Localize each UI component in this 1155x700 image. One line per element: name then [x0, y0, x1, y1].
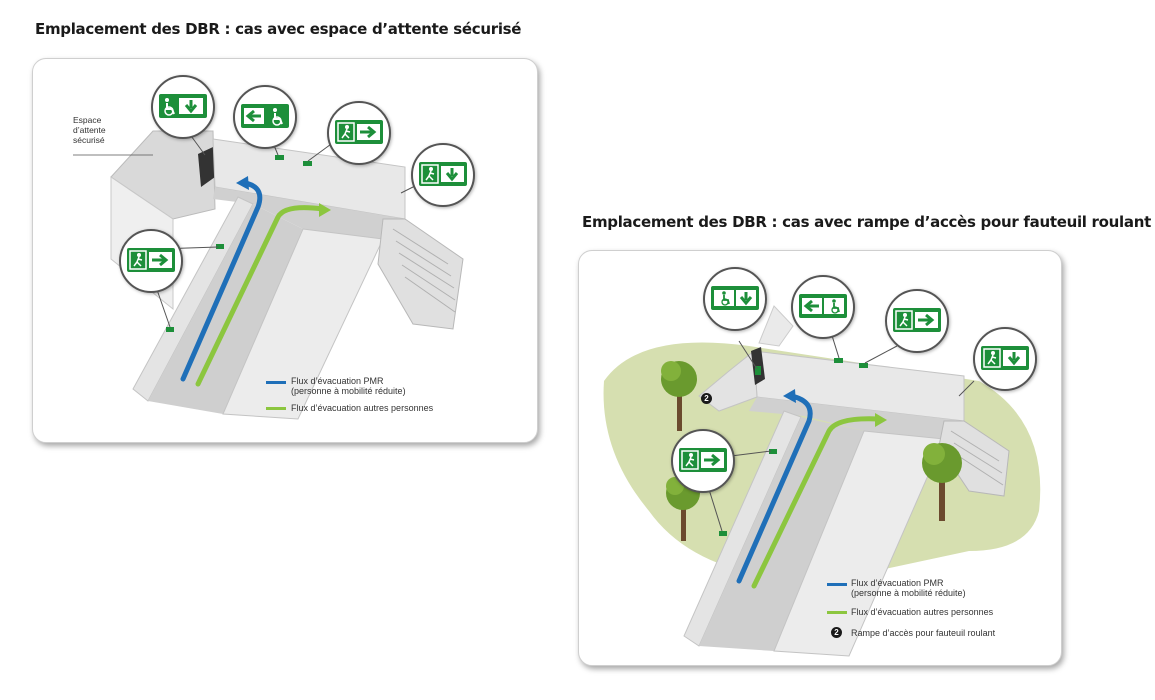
legend-pmr-swatch	[266, 381, 286, 384]
exit-down-sign-icon	[981, 346, 1029, 370]
tree	[661, 361, 697, 431]
legend-others-swatch	[827, 611, 847, 614]
diagram-waiting-area: Espace d’attente sécurisé	[32, 58, 538, 443]
left-wheelchair-sign-icon	[799, 294, 847, 318]
legend-pmr-swatch	[827, 583, 847, 586]
legend-pmr-label: Flux d’évacuation PMR	[291, 376, 384, 386]
legend-others-label: Flux d’évacuation autres personnes	[291, 403, 434, 413]
exit-right-sign-icon	[893, 308, 941, 332]
waiting-area-label: Espace d’attente sécurisé	[73, 115, 106, 145]
callout-exit-down	[411, 143, 475, 207]
corridor-scene-ramp	[603, 305, 1041, 657]
waiting-area-label-line: d’attente	[73, 125, 106, 135]
callout-exit-right-lower	[671, 429, 735, 493]
ramp-marker: 2	[701, 393, 712, 404]
legend-pmr: Flux d’évacuation PMR (personne à mobili…	[291, 376, 406, 396]
callout-wheelchair-down	[703, 267, 767, 331]
wheelchair-down-sign-icon	[711, 286, 759, 310]
legend-others-swatch	[266, 407, 286, 410]
tree	[922, 443, 962, 521]
legend-pmr: Flux d’évacuation PMR (personne à mobili…	[851, 578, 966, 598]
callout-wheelchair-down	[151, 75, 215, 139]
left-wheelchair-sign-icon	[241, 104, 289, 128]
callout-left-wheelchair	[233, 85, 297, 149]
legend-ramp-label: Rampe d’accès pour fauteuil roulant	[851, 628, 996, 638]
exit-down-sign-icon	[419, 162, 467, 186]
legend-others-label: Flux d’évacuation autres personnes	[851, 607, 994, 617]
exit-right-sign-icon	[679, 448, 727, 472]
callout-exit-down	[973, 327, 1037, 391]
callout-exit-right	[327, 101, 391, 165]
callout-left-wheelchair	[791, 275, 855, 339]
waiting-area-label-line: sécurisé	[73, 135, 105, 145]
legend-pmr-sublabel: (personne à mobilité réduite)	[291, 386, 406, 396]
callout-exit-right-lower	[119, 229, 183, 293]
diagram-ramp: 2	[578, 250, 1062, 666]
wheelchair-down-sign-icon	[159, 94, 207, 118]
legend-ramp-badge: 2	[831, 627, 842, 638]
legend-pmr-sublabel: (personne à mobilité réduite)	[851, 588, 966, 598]
exit-right-sign-icon	[335, 120, 383, 144]
title-ramp: Emplacement des DBR : cas avec rampe d’a…	[582, 213, 1151, 231]
callout-exit-right	[885, 289, 949, 353]
waiting-area-label-line: Espace	[73, 115, 102, 125]
exit-right-sign-icon	[127, 248, 175, 272]
corridor-scene	[73, 120, 464, 420]
legend-pmr-label: Flux d’évacuation PMR	[851, 578, 944, 588]
title-waiting-area: Emplacement des DBR : cas avec espace d’…	[35, 20, 522, 38]
